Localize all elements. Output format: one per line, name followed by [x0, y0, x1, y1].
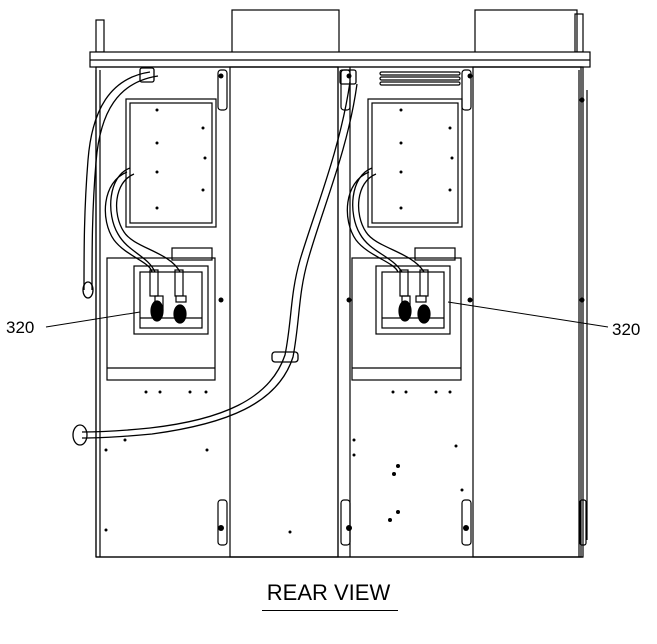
- callout-label-left: 320: [6, 318, 35, 337]
- top-vent-boxes: [95, 9, 584, 57]
- left-lower-panel: [106, 247, 216, 381]
- vent-louvers: [379, 71, 461, 86]
- cabinet-body: [95, 66, 588, 558]
- top-rail: [89, 51, 591, 68]
- left-valve-assembly: [133, 265, 209, 335]
- hoses: [72, 67, 425, 446]
- fasteners: [104, 73, 585, 534]
- figure-caption: REAR VIEW: [266, 580, 391, 605]
- side-slots: [217, 69, 587, 546]
- callout-label-right: 320: [612, 320, 641, 339]
- right-lower-panel: [351, 247, 462, 381]
- callout-leaders: [45, 301, 609, 328]
- left-access-panel: [125, 98, 217, 228]
- right-valve-assembly: [375, 265, 451, 335]
- caption-underline: [262, 610, 398, 611]
- center-columns: [229, 66, 582, 558]
- right-access-panel: [367, 98, 463, 228]
